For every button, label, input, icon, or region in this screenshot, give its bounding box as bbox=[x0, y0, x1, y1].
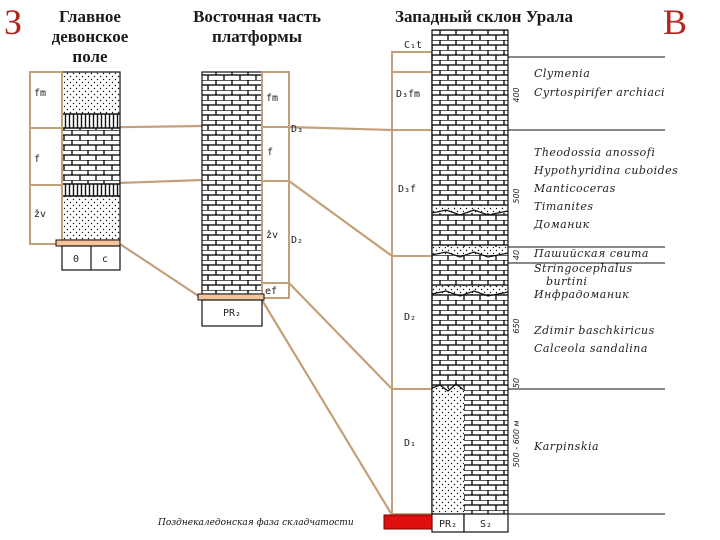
age-label-d3: D₃ bbox=[291, 124, 303, 135]
strat-layer-sandstone bbox=[432, 286, 508, 294]
fossil-label: Manticoceras bbox=[533, 182, 616, 195]
base-bar bbox=[197, 293, 265, 301]
strat-layer-sandstone bbox=[432, 388, 464, 514]
header-line: Главное bbox=[59, 7, 121, 26]
east-letter: В bbox=[663, 2, 687, 42]
base-label-o: 0 bbox=[73, 254, 79, 265]
base-label-c: c bbox=[102, 254, 108, 265]
fossil-label: Theodossia anossofi bbox=[534, 146, 655, 159]
age-label-d2: D₂ bbox=[291, 235, 303, 246]
base-label-pr2: PR₂ bbox=[439, 519, 457, 530]
column-main-devonian-field: fm f žv 0 c bbox=[29, 71, 121, 271]
west-letter: З bbox=[4, 2, 22, 42]
fossil-label: Zdimir baschkiricus bbox=[533, 324, 655, 337]
stage-label-fm: fm bbox=[34, 88, 46, 99]
base-strata-box bbox=[463, 513, 509, 533]
age-label-d1: D₁ bbox=[404, 438, 416, 449]
stage-label-ef: ef bbox=[265, 286, 277, 297]
fossil-label: Stringocephalus bbox=[534, 262, 633, 275]
thickness-label: 40 bbox=[512, 250, 521, 260]
thickness-label: 400 bbox=[512, 87, 521, 102]
correlation-line bbox=[288, 125, 393, 132]
stage-label-fm: fm bbox=[266, 93, 278, 104]
age-label-d3f: D₃f bbox=[398, 184, 416, 195]
thickness-label: 50 bbox=[512, 378, 521, 388]
header-west-ural-slope: Западный склон Урала bbox=[395, 7, 573, 26]
stage-label-box bbox=[29, 71, 63, 245]
strat-layer-sandstone bbox=[432, 206, 508, 213]
strat-layer-sandstone bbox=[62, 72, 120, 114]
header-line: поле bbox=[72, 47, 108, 66]
stage-label-zv: žv bbox=[34, 208, 46, 220]
thickness-label: 650 bbox=[512, 318, 521, 333]
thickness-label: 500 bbox=[512, 188, 521, 203]
fossil-label: Clymenia bbox=[534, 67, 590, 80]
correlation-line bbox=[261, 299, 393, 516]
stage-label-f: f bbox=[267, 147, 273, 158]
age-label-c1t: C₁t bbox=[404, 40, 422, 51]
column-east-platform: fm f žv ef D₃ D₂ PR₂ bbox=[197, 71, 303, 327]
fossil-label: Cyrtospirifer archiaci bbox=[534, 86, 665, 99]
stage-label-box bbox=[261, 71, 290, 299]
base-strata-box bbox=[201, 299, 263, 327]
header-main-devonian-field: Главное девонское поле bbox=[52, 7, 129, 66]
correlation-line bbox=[288, 180, 393, 257]
fossil-label: burtini bbox=[546, 275, 587, 288]
thickness-label: 500 - 600 м bbox=[512, 420, 521, 467]
fossil-label: Hypothyridina cuboides bbox=[533, 164, 678, 177]
stage-label-f: f bbox=[34, 154, 40, 165]
base-bar bbox=[55, 239, 121, 247]
fossil-label: Karpinskia bbox=[533, 440, 599, 453]
fossil-label: Инфрадоманик bbox=[533, 288, 629, 301]
correlation-line bbox=[288, 282, 393, 390]
header-line: Восточная часть bbox=[193, 7, 321, 26]
age-label-d2: D₂ bbox=[404, 312, 416, 323]
strat-layer-limestone bbox=[62, 128, 120, 184]
column-west-ural-slope: C₁t D₃fm D₃f D₂ D₁ PR₂ S₂ 400 500 40 650 bbox=[391, 29, 678, 533]
stage-label-zv: žv bbox=[266, 229, 278, 241]
folding-phase-marker bbox=[383, 514, 433, 530]
header-line: платформы bbox=[212, 27, 302, 46]
strat-layer-limestone bbox=[202, 72, 262, 294]
fossil-label: Timanites bbox=[534, 200, 594, 213]
strat-layer-sandstone bbox=[62, 196, 120, 240]
fossil-labels: Clymenia Cyrtospirifer archiaci Theodoss… bbox=[533, 67, 678, 453]
fossil-label: Пашийская свита bbox=[533, 247, 649, 260]
correlation-line bbox=[119, 243, 201, 298]
strat-layer-sandstone bbox=[432, 247, 508, 255]
base-label-s2: S₂ bbox=[480, 519, 492, 530]
fossil-label: Доманик bbox=[533, 218, 590, 231]
header-east-platform: Восточная часть платформы bbox=[193, 7, 321, 46]
age-label-d3fm: D₃fm bbox=[396, 89, 420, 100]
header-line: девонское bbox=[52, 27, 129, 46]
base-label-pr2: PR₂ bbox=[223, 308, 241, 319]
strat-layer-marl bbox=[62, 184, 120, 196]
folding-phase-caption: Позднекаледонская фаза складчатости bbox=[157, 518, 354, 528]
strat-layer-marl bbox=[62, 114, 120, 128]
fossil-label: Calceola sandalina bbox=[534, 342, 648, 355]
